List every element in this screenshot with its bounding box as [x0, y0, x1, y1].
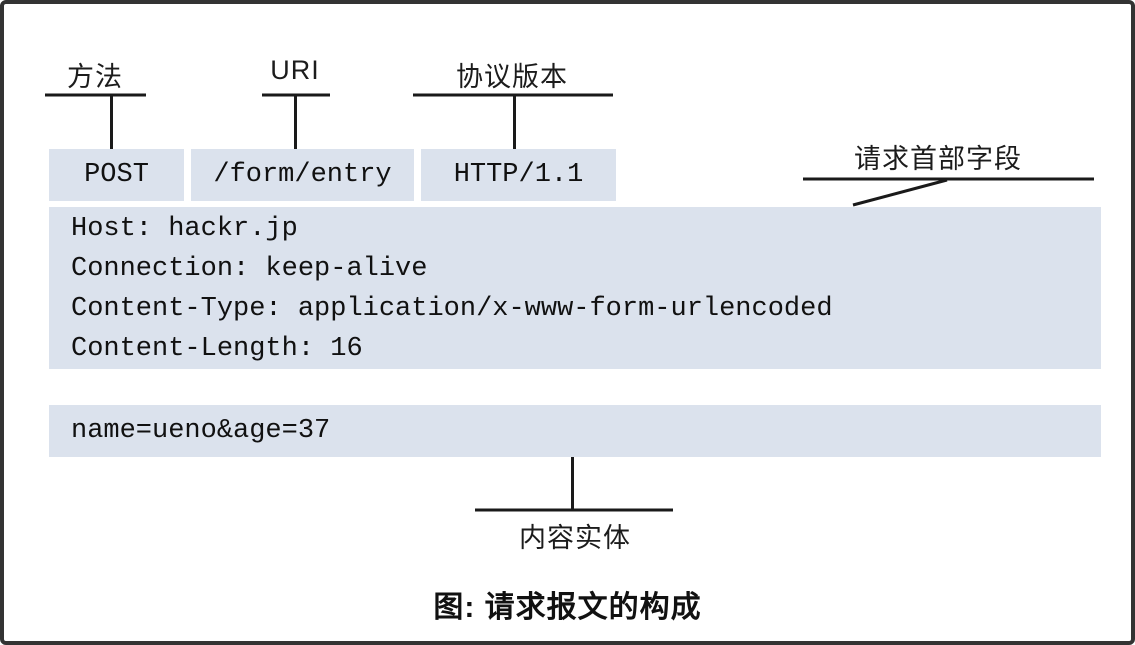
- headers-diagonal: [852, 178, 948, 207]
- request-headers-label: 请求首部字段: [854, 144, 1022, 174]
- entity-body-label: 内容实体: [519, 523, 631, 553]
- version-box: HTTP/1.1: [421, 149, 616, 201]
- figure-caption: 图: 请求报文的构成: [433, 591, 702, 624]
- entity-body-value: name=ueno&age=37: [71, 416, 331, 446]
- connector-lines: [45, 93, 1094, 512]
- method-value: POST: [84, 160, 149, 190]
- entity-body-block: name=ueno&age=37: [49, 405, 1101, 457]
- version-value: HTTP/1.1: [453, 160, 584, 190]
- method-box: POST: [49, 149, 184, 201]
- uri-value: /form/entry: [213, 160, 392, 190]
- header-field-connection: Connection: keep-alive: [71, 254, 428, 284]
- version-label: 协议版本: [456, 62, 568, 92]
- header-field-host: Host: hackr.jp: [71, 214, 298, 244]
- uri-label: URI: [270, 55, 320, 85]
- header-fields-block: Host: hackr.jp Connection: keep-alive Co…: [49, 207, 1101, 369]
- uri-box: /form/entry: [191, 149, 414, 201]
- header-field-content-length: Content-Length: 16: [71, 334, 363, 364]
- method-label: 方法: [67, 62, 123, 92]
- header-field-content-type: Content-Type: application/x-www-form-url…: [71, 294, 833, 324]
